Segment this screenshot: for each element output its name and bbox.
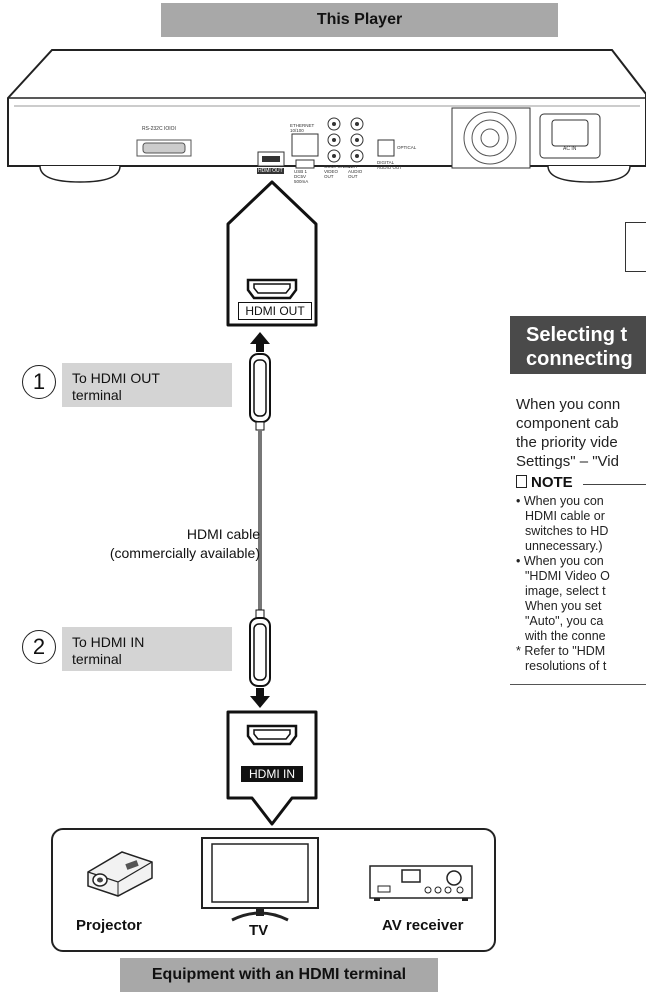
section-heading: Selecting t connecting <box>510 316 646 374</box>
note-line: unnecessary.) <box>525 539 603 553</box>
av-receiver-icon <box>369 865 473 901</box>
body-line-3: the priority vide <box>516 434 618 451</box>
component-video-label: COMPONENT VIDEO OUT <box>324 164 354 179</box>
note-line: • When you con <box>516 494 604 508</box>
av-receiver-label: AV receiver <box>382 917 464 934</box>
note-list: • When you con HDMI cable or switches to… <box>516 494 610 674</box>
note-heading-text: NOTE <box>531 474 573 491</box>
hdmi-out-port-label: HDMI OUT <box>238 302 312 320</box>
note-line: * Refer to "HDM <box>516 644 606 658</box>
section-title-line1: Selecting t <box>526 324 628 346</box>
right-frame-box <box>625 222 646 272</box>
player-rear-panel <box>7 49 646 183</box>
bottom-banner: Equipment with an HDMI terminal <box>120 958 438 992</box>
hdmi-cable <box>249 332 271 708</box>
note-line: switches to HD <box>525 524 609 538</box>
note-rule <box>583 484 646 485</box>
note-line: "HDMI Video O <box>525 569 610 583</box>
body-line-2: component cab <box>516 415 619 432</box>
body-line-1: When you conn <box>516 396 621 413</box>
equipment-box <box>51 828 496 952</box>
digital-audio-label: DIGITAL AUDIO OUT <box>377 160 403 170</box>
rs232c-label: RS-232C IOIOI <box>142 126 176 132</box>
tv-label: TV <box>249 922 269 939</box>
step-2-badge: 2 <box>22 630 56 664</box>
step-2-callout: To HDMI IN terminal <box>62 627 232 671</box>
ac-in-label: AC IN <box>563 146 577 152</box>
note-line: HDMI cable or <box>525 509 605 523</box>
ethernet-label: ETHERNET 10/100 <box>290 123 315 133</box>
audio-out-label: 2CH AUDIO OUT <box>348 164 363 179</box>
note-line: When you set <box>525 599 602 613</box>
note-line: • When you con <box>516 554 604 568</box>
note-heading: NOTE <box>516 474 573 491</box>
note-icon <box>516 475 527 488</box>
note-line: "Auto", you ca <box>525 614 604 628</box>
projector-icon <box>87 851 153 897</box>
step-1-line2: terminal <box>72 387 122 403</box>
tv-icon <box>201 837 319 922</box>
note-line: resolutions of t <box>525 659 607 673</box>
step-1-callout: To HDMI OUT terminal <box>62 363 232 407</box>
step-1-line1: To HDMI OUT <box>72 370 160 386</box>
cable-label-line1: HDMI cable <box>186 526 260 542</box>
usb-label: USB 1 DC5V 500mA <box>294 169 309 184</box>
hdmi-out-panel-label: HDMI OUT <box>257 168 284 174</box>
body-paragraph: When you conn component cab the priority… <box>516 395 620 471</box>
section-title-line2: connecting <box>526 348 633 370</box>
step-1-badge: 1 <box>22 365 56 399</box>
note-end-rule <box>510 684 646 685</box>
cable-label: HDMI cable (commercially available) <box>40 525 260 563</box>
optical-label: OPTICAL <box>397 145 417 150</box>
top-banner: This Player <box>161 3 558 37</box>
step-2-line1: To HDMI IN <box>72 634 145 650</box>
note-line: image, select t <box>525 584 606 598</box>
note-line: with the conne <box>525 629 606 643</box>
projector-label: Projector <box>76 917 142 934</box>
cable-label-line2: (commercially available) <box>109 545 260 561</box>
step-2-line2: terminal <box>72 651 122 667</box>
hdmi-in-port-label: HDMI IN <box>241 766 303 782</box>
body-line-4: Settings" – "Vid <box>516 453 619 470</box>
hdmi-out-callout <box>226 180 318 327</box>
